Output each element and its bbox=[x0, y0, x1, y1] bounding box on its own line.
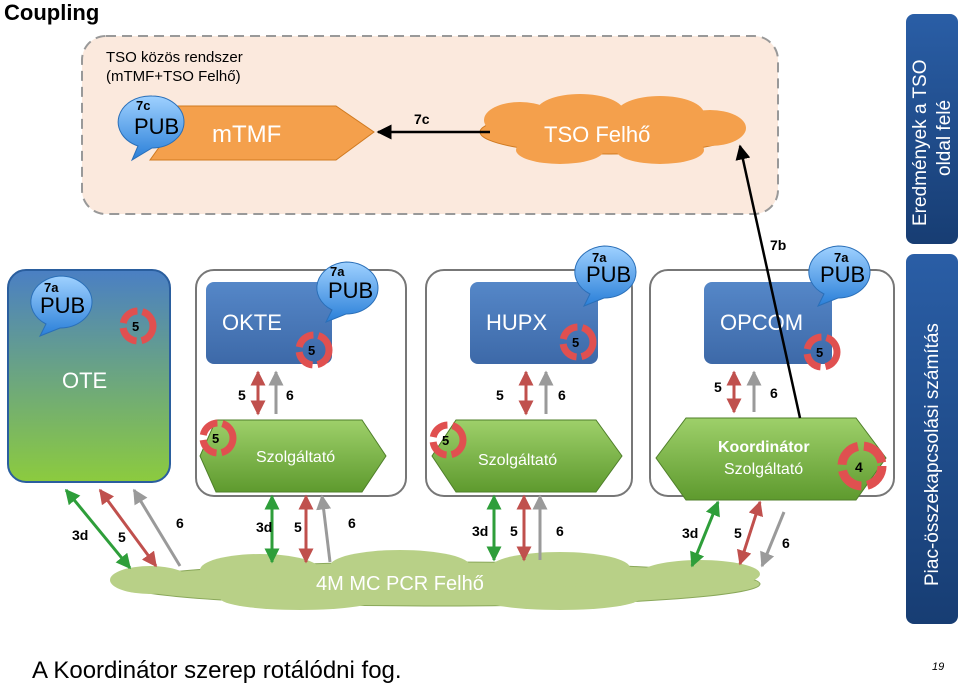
cycle-icon bbox=[119, 307, 157, 345]
tso-system-subtitle: (mTMF+TSO Felhő) bbox=[106, 68, 241, 85]
okte-flow-6: 6 bbox=[286, 387, 294, 403]
hupx-cloud-flow-5: 5 bbox=[510, 523, 518, 539]
opcom-cloud-flow-5: 5 bbox=[734, 525, 742, 541]
opcom-flow-5: 5 bbox=[714, 379, 722, 395]
pcr-cloud-label: 4M MC PCR Felhő bbox=[316, 573, 484, 595]
tso-cloud-label: TSO Felhő bbox=[544, 122, 650, 147]
ote-arrow-5 bbox=[98, 488, 158, 568]
side-panel-results-line1: Eredmények a TSO bbox=[910, 59, 931, 226]
cycle-icon bbox=[803, 333, 841, 371]
okte-cloud-arrow-6 bbox=[316, 494, 332, 563]
pub-bubble-ote bbox=[30, 275, 93, 337]
cycle-hupx-service-label: 5 bbox=[442, 433, 449, 448]
arrow-7b bbox=[735, 144, 802, 419]
pub-word-hupx: PUB bbox=[586, 262, 631, 287]
ote-flow-5: 5 bbox=[118, 529, 126, 545]
pub-bubble-okte bbox=[316, 261, 379, 323]
ote-flow-6: 6 bbox=[176, 515, 184, 531]
tso-system-panel bbox=[81, 35, 779, 215]
hupx-service-hex bbox=[431, 419, 623, 493]
opcom-cloud-arrow-5 bbox=[737, 500, 763, 566]
opcom-label: OPCOM bbox=[720, 310, 803, 335]
opcom-service-label: Szolgáltató bbox=[724, 461, 803, 478]
hupx-flow-5: 5 bbox=[496, 387, 504, 403]
slide-title: Coupling bbox=[4, 0, 99, 25]
pub-code-opcom: 7a bbox=[834, 250, 849, 265]
cycle-ote-label: 5 bbox=[132, 319, 139, 334]
pub-word-ote: PUB bbox=[40, 293, 85, 318]
opcom-cloud-flow-6: 6 bbox=[782, 535, 790, 551]
pub-word-opcom: PUB bbox=[820, 262, 865, 287]
hupx-cloud-flow-3d: 3d bbox=[472, 523, 488, 539]
okte-flow-5: 5 bbox=[238, 387, 246, 403]
tso-cloud bbox=[479, 94, 746, 164]
pub-code-okte: 7a bbox=[330, 264, 345, 279]
okte-label: OKTE bbox=[222, 310, 282, 335]
cycle-opcom-label: 5 bbox=[816, 345, 823, 360]
tso-system-title: TSO közös rendszer bbox=[106, 49, 243, 66]
hupx-flow-6: 6 bbox=[558, 387, 566, 403]
pub-bubble-opcom bbox=[808, 245, 871, 307]
cycle-icon bbox=[837, 441, 887, 491]
pub-word-okte: PUB bbox=[328, 278, 373, 303]
okte-cloud-flow-3d: 3d bbox=[256, 519, 272, 535]
cycle-icon bbox=[295, 331, 333, 369]
footer-note: A Koordinátor szerep rotálódni fog. bbox=[32, 657, 402, 684]
mtmf-label: mTMF bbox=[212, 121, 281, 148]
arrow-7b-label: 7b bbox=[770, 237, 786, 253]
hupx-label: HUPX bbox=[486, 310, 547, 335]
cycle-hupx-label: 5 bbox=[572, 335, 579, 350]
hupx-service-label: Szolgáltató bbox=[478, 452, 557, 469]
pub-code-mtmf: 7c bbox=[136, 98, 150, 113]
okte-cloud-flow-6: 6 bbox=[348, 515, 356, 531]
side-panel-results-line2: oldal felé bbox=[934, 100, 955, 176]
opcom-service-role: Koordinátor bbox=[718, 439, 810, 456]
arrow-7c-label: 7c bbox=[414, 111, 430, 127]
side-panel-calculation bbox=[906, 254, 958, 624]
ote-arrow-6 bbox=[132, 488, 182, 567]
cycle-icon bbox=[559, 323, 597, 361]
opcom-flow-6: 6 bbox=[770, 385, 778, 401]
cycle-okte-service-label: 5 bbox=[212, 431, 219, 446]
pub-word-mtmf: PUB bbox=[134, 114, 179, 139]
side-panel-calculation-label: Piac-összekapcsolási számítás bbox=[922, 323, 943, 586]
side-panel-results bbox=[906, 14, 958, 244]
page-number: 19 bbox=[932, 661, 944, 673]
opcom-arrow-3d bbox=[690, 500, 720, 568]
pub-bubble-hupx bbox=[574, 245, 637, 307]
okte-cloud-flow-5: 5 bbox=[294, 519, 302, 535]
okte-service-label: Szolgáltató bbox=[256, 449, 335, 466]
cycle-okte-label: 5 bbox=[308, 343, 315, 358]
opcom-service-hex bbox=[655, 417, 887, 501]
pub-bubble-mtmf bbox=[117, 95, 185, 162]
opcom-cloud-arrow-6 bbox=[760, 511, 786, 568]
cycle-icon bbox=[429, 421, 467, 459]
cycle-opcom-service-label: 4 bbox=[855, 459, 863, 475]
cycle-icon bbox=[199, 419, 237, 457]
ote-label: OTE bbox=[62, 368, 107, 393]
pub-code-ote: 7a bbox=[44, 280, 59, 295]
pub-code-hupx: 7a bbox=[592, 250, 607, 265]
okte-service-hex bbox=[199, 419, 387, 493]
opcom-box bbox=[704, 282, 832, 364]
pcr-cloud bbox=[110, 550, 761, 610]
hupx-cloud-flow-6: 6 bbox=[556, 523, 564, 539]
opcom-cloud-flow-3d: 3d bbox=[682, 525, 698, 541]
ote-flow-3d: 3d bbox=[72, 527, 88, 543]
